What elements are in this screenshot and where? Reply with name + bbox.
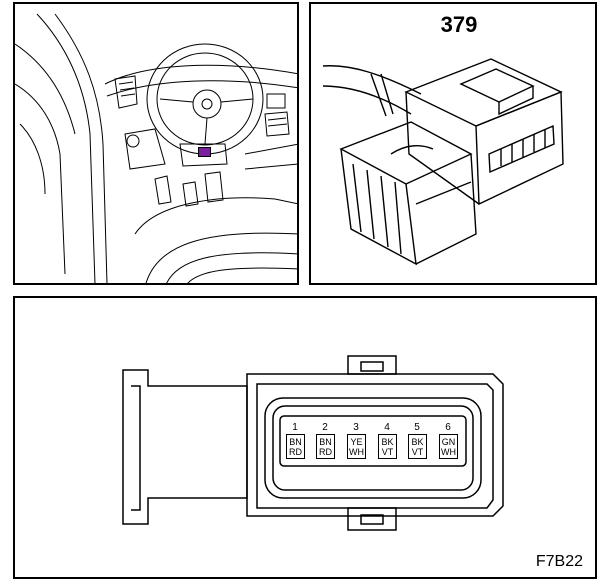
connector-drawing (322, 58, 564, 266)
wire-color-primary: BN (319, 437, 332, 447)
wire-color-secondary: WH (441, 447, 456, 457)
connector-face-drawing (122, 355, 504, 531)
pin-wire-color: BK VT (408, 434, 427, 459)
pinout-view-panel: 1 2 3 4 5 6 BN RD BN RD YE WH BK VT BK V… (13, 296, 597, 579)
pin-number: 1 (292, 422, 298, 433)
pin-wire-color: GN WH (439, 434, 458, 459)
wire-color-secondary: VT (381, 447, 394, 457)
dashboard-drawing (15, 13, 297, 283)
wire-color-secondary: VT (411, 447, 424, 457)
wire-color-secondary: WH (349, 447, 364, 457)
location-view-panel (13, 2, 299, 285)
component-number-label: 379 (440, 12, 478, 37)
connector-location-marker (198, 147, 211, 157)
wire-color-primary: YE (350, 437, 363, 447)
pin-number: 3 (353, 422, 359, 433)
pin-number: 6 (445, 422, 451, 433)
pin-wire-color: BK VT (378, 434, 397, 459)
wire-color-secondary: RD (319, 447, 332, 457)
wire-color-primary: BK (411, 437, 424, 447)
pin-wire-color: BN RD (316, 434, 335, 459)
pin-number: 4 (384, 422, 390, 433)
pin-number: 2 (322, 422, 328, 433)
pin-wire-color: YE WH (347, 434, 366, 459)
figure-code: F7B22 (535, 553, 583, 570)
pin-number: 5 (414, 422, 420, 433)
connector-view-panel: 379 (309, 2, 597, 285)
wire-color-secondary: RD (289, 447, 302, 457)
wire-color-primary: BN (289, 437, 302, 447)
pin-wire-color: BN RD (286, 434, 305, 459)
wire-color-primary: GN (441, 437, 456, 447)
wire-color-primary: BK (381, 437, 394, 447)
